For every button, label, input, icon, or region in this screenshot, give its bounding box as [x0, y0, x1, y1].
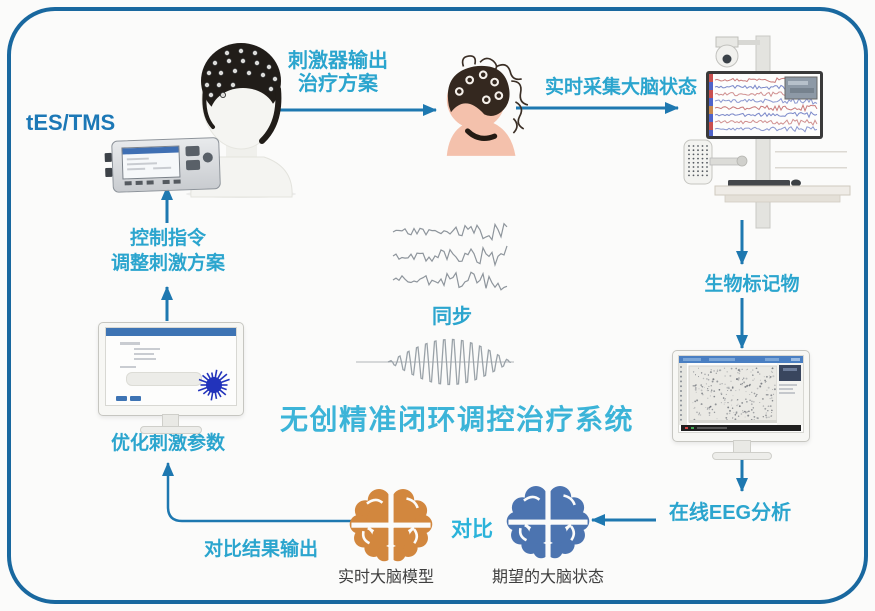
patient-head-art [446, 55, 529, 156]
analysis-screen-art [679, 356, 803, 431]
tes-tms-label: tES/TMS [26, 110, 116, 135]
sync-label: 同步 [432, 306, 472, 328]
ui-text-bar [120, 342, 140, 345]
stimulator-key [162, 179, 170, 185]
stim-ui-bar [126, 162, 158, 166]
expected-brain-icon [504, 480, 592, 566]
system-title: 无创精准闭环调控治疗系统 [280, 404, 635, 435]
optimize-params-label: 优化刺激参数 [110, 433, 225, 454]
brain-source-model [197, 369, 230, 401]
cap-electrode-rings [454, 70, 504, 105]
ui-button [130, 396, 141, 401]
stimulator-output-line1: 刺激器输出 [288, 50, 388, 72]
stimulator-screen-titlebar [122, 146, 179, 155]
compare-result-label: 对比结果输出 [203, 539, 318, 560]
stimulator-port [105, 167, 113, 178]
realtime-acquisition-label: 实时采集大脑状态 [544, 77, 697, 98]
stimulator-output-label: 刺激器输出 治疗方案 [258, 50, 418, 96]
diagram-border [7, 7, 868, 604]
ui-text-bar [120, 366, 136, 368]
cart-keyboard [728, 180, 790, 187]
realtime-brain-caption: 实时大脑模型 [337, 569, 434, 586]
ui-panel [126, 372, 202, 386]
eeg-acquisition-cart [672, 33, 868, 233]
stim-ui-bar [126, 157, 149, 161]
compare-label: 对比 [451, 518, 493, 541]
electrode-wires [461, 55, 529, 134]
ui-text-bar [134, 353, 154, 355]
ui-text-bar [134, 348, 160, 350]
channel-color-strip [709, 74, 713, 136]
optimization-monitor [98, 322, 244, 434]
stim-ui-bar [127, 167, 146, 171]
stim-ui-bar [153, 166, 172, 170]
control-command-line2: 调整刺激方案 [110, 253, 225, 274]
optimization-screen [105, 327, 237, 406]
expected-brain-caption: 期望的大脑状态 [491, 569, 604, 586]
ui-text-bar [134, 358, 156, 360]
keyboard-tray [714, 185, 851, 196]
analysis-inset-image [779, 365, 801, 381]
eeg-cart-art [683, 35, 851, 229]
online-eeg-analysis-label: 在线EEG分析 [668, 502, 792, 524]
biomarker-label: 生物标记物 [704, 274, 800, 295]
stimulator-button [185, 145, 200, 157]
window-titlebar [106, 328, 236, 336]
ui-button [116, 396, 127, 401]
stimulator-key [146, 180, 154, 185]
status-bar [681, 425, 801, 431]
stimulator-output-line2: 治疗方案 [298, 73, 378, 95]
monitor-base [712, 452, 772, 460]
monitor-base [140, 426, 202, 434]
eeg-analysis-monitor [672, 350, 810, 460]
stimulator-screen [121, 145, 181, 180]
electrode-dots [203, 47, 279, 99]
stimulator-button [185, 159, 201, 171]
stimulator-key [124, 181, 132, 186]
stimulator-device [104, 137, 221, 193]
stimulator-key [173, 179, 181, 184]
control-command-line1: 控制指令 [129, 228, 206, 249]
analysis-screen [678, 355, 804, 433]
cart-mouse [791, 179, 801, 187]
patient-head-illustration [426, 54, 530, 158]
realtime-brain-icon [348, 483, 434, 569]
stimulator-key [135, 180, 143, 186]
control-command-label: 控制指令 调整刺激方案 [92, 226, 244, 276]
stimulator-port [104, 152, 112, 163]
